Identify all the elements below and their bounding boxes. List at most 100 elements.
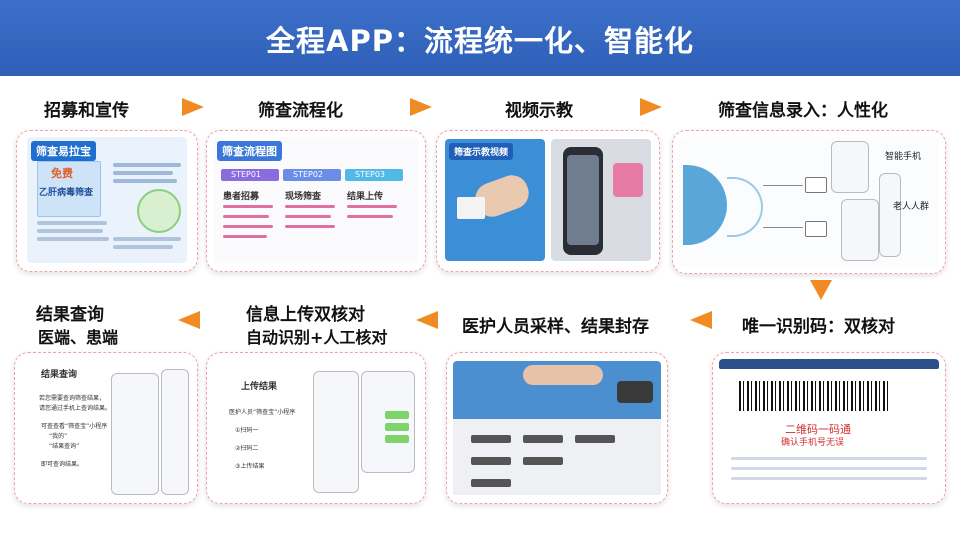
arrow-left-icon [178,311,200,329]
step-sub-query: 医端、患端 [38,328,119,347]
arrow-right-icon [640,98,662,116]
upload-thumb-title: 上传结果 [241,382,278,392]
node-box [805,177,827,193]
connector-line [763,227,803,228]
sampling-photo [453,361,661,495]
recruit-card: 筛查易拉宝 免费 乙肝病毒筛查 [16,130,198,272]
text-line [223,215,269,218]
entry-diagram: 智能手机 老人人群 [679,137,939,267]
text-line [113,237,181,241]
barcode-card: 二维码一码通 确认手机号无误 [712,352,946,504]
text-line [113,163,181,167]
video-title: 筛查示教视频 [449,143,514,160]
entry-fan-graphic [683,165,727,245]
test-card-graphic [457,197,485,219]
flow-step-bar [283,169,341,181]
step-label-flow: 筛查流程化 [258,101,343,121]
node-box [805,221,827,237]
barcode-tube [575,435,615,443]
text-line [731,457,927,460]
text-line [223,205,273,208]
query-line-2: 请您通过手机上查询结果。 [39,405,112,412]
flow-step-2: STEP02 [293,170,324,179]
query-line-6: 即可查询结果。 [41,461,84,468]
flow-col-1: 患者招募 [223,192,260,202]
upload-thumb: 上传结果 医护人员“筛查宝”小程序 ①扫码一 ②扫码二 ③上传结果 [213,359,419,497]
phone-thumb [831,141,869,193]
barcode-tube [523,457,563,465]
arrow-right-icon [410,98,432,116]
step-label-query: 结果查询 [36,305,104,325]
step-label-sampling: 医护人员采样、结果封存 [462,317,649,337]
phone-thumb [111,373,159,495]
status-chip [385,423,409,431]
text-line [113,171,173,175]
poster-circle-graphic [137,189,181,233]
entry-card: 智能手机 老人人群 [672,130,946,274]
barcode-note-2: 确认手机号无误 [781,438,845,448]
flow-col-3: 结果上传 [347,192,384,202]
video-card: 筛查示教视频 [436,130,660,272]
phone-screen [567,155,599,245]
upload-item-1: 医护人员“筛查宝”小程序 [229,409,296,416]
upload-item-3: ②扫码二 [235,445,259,452]
query-line-1: 若您需要查询筛查结果， [39,395,106,402]
upload-item-2: ①扫码一 [235,427,259,434]
query-line-4: “我的” [49,433,68,440]
text-line [347,205,397,208]
app-top-bar [719,359,939,369]
arrow-down-icon [810,280,832,300]
text-line [731,477,927,480]
flow-chart-title: 筛查流程图 [217,141,282,161]
phone-thumb [313,371,359,493]
poster-block [37,161,101,217]
entry-fan-arc [727,177,763,237]
video-photo-hands: 筛查示教视频 [445,139,545,261]
text-line [113,245,173,249]
recruit-poster-title: 筛查易拉宝 [31,141,96,161]
text-line [113,179,177,183]
status-chip [385,435,409,443]
phone-thumb [361,371,415,473]
text-line [285,205,335,208]
query-card: 结果查询 若您需要查询筛查结果， 请您通过手机上查询结果。 可查查看“筛查宝”小… [14,352,198,504]
arrow-left-icon [416,311,438,329]
hand-graphic [523,365,603,385]
flow-step-1: STEP01 [231,170,262,179]
query-line-5: “结果查询” [49,443,80,450]
recruit-test-text: 乙肝病毒筛查 [39,188,94,198]
step-label-recruit: 招募和宣传 [44,101,129,121]
step-label-barcode: 唯一识别码：双核对 [742,317,895,337]
connector-line [763,185,803,186]
arrow-right-icon [182,98,204,116]
page-title: 全程APP：流程统一化、智能化 [266,24,694,58]
flow-card: 筛查流程图 STEP01 STEP02 STEP03 患者招募 现场筛查 结果上… [206,130,426,272]
barcode-tube [471,435,511,443]
step-label-entry: 筛查信息录入：人性化 [718,101,888,121]
step-sub-upload: 自动识别+人工核对 [246,328,388,347]
barcode-note: 二维码一码通 [785,423,851,436]
text-line [285,215,331,218]
flow-step-bar [345,169,403,181]
text-line [731,467,927,470]
barcode-tube [471,457,511,465]
printer-graphic [613,163,643,197]
step-label-upload: 信息上传双核对 [246,305,365,325]
video-photo-device [551,139,651,261]
phone-thumb [161,369,189,495]
step-label-video: 视频示教 [505,101,573,121]
arrow-left-icon [690,311,712,329]
text-line [285,225,335,228]
flow-step-3: STEP03 [355,170,386,179]
text-line [223,235,267,238]
text-line [37,221,107,225]
flow-step-bar [221,169,279,181]
upload-item-4: ③上传结果 [235,463,265,470]
barcode-thumb: 二维码一码通 确认手机号无误 [719,359,939,497]
recruit-free-text: 免费 [51,167,73,180]
barcode-tube [471,479,511,487]
upload-card: 上传结果 医护人员“筛查宝”小程序 ①扫码一 ②扫码二 ③上传结果 [206,352,426,504]
recruit-poster: 筛查易拉宝 免费 乙肝病毒筛查 [27,137,187,263]
phone-graphic [617,381,653,403]
flow-chart-thumb: 筛查流程图 STEP01 STEP02 STEP03 患者招募 现场筛查 结果上… [213,137,419,263]
